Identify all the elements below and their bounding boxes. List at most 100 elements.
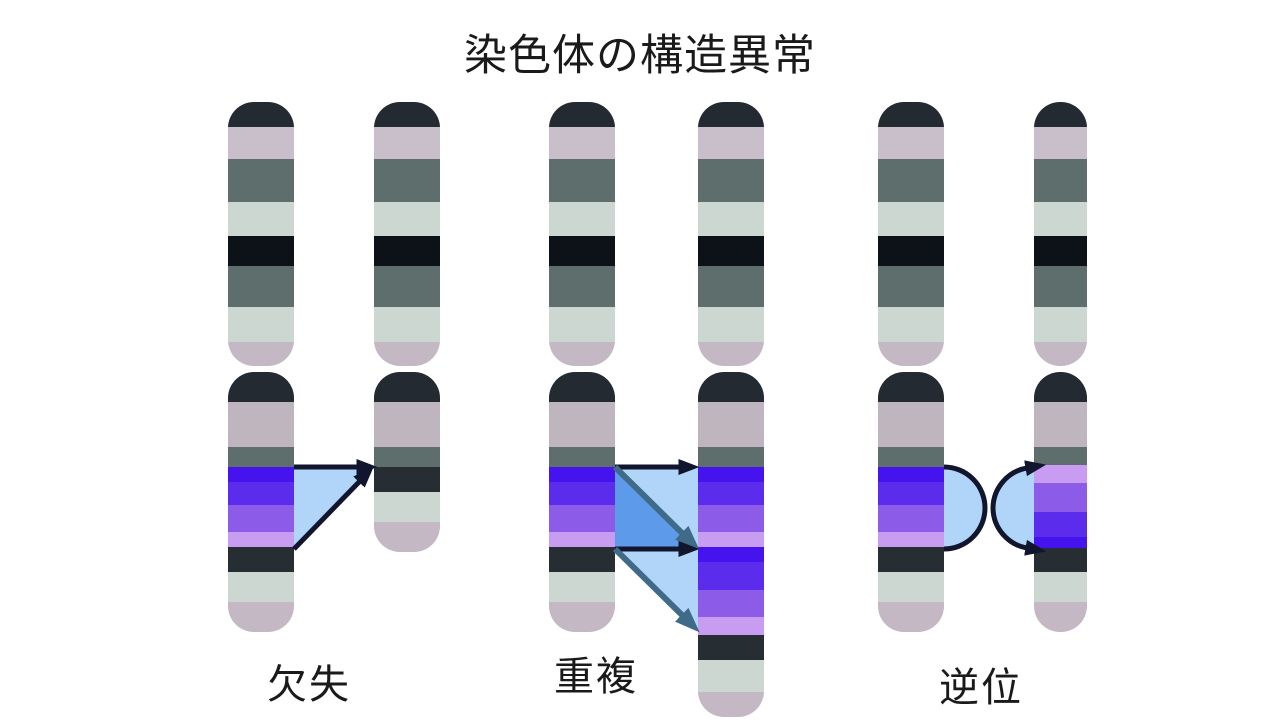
band-dark_band: [1034, 548, 1087, 573]
band-purple_deep: [698, 467, 764, 483]
band-gray_mauve: [698, 402, 764, 448]
page-title: 染色体の構造異常: [464, 32, 816, 80]
inversion-left-semicircle-arc: [943, 464, 988, 552]
band-purple_deep: [549, 467, 615, 483]
band-purple_mid: [878, 505, 944, 533]
band-mauve_bottom: [1034, 602, 1087, 632]
chromosome-arm: [698, 102, 764, 366]
band-gray_mauve: [1034, 402, 1087, 448]
inversion-arrow-down: [990, 507, 1047, 556]
band-dark_band: [549, 547, 615, 573]
chromosome-arm: [698, 372, 764, 717]
band-slate_dark: [228, 447, 294, 468]
band-mauve_bottom: [549, 342, 615, 366]
band-purple_light: [698, 617, 764, 636]
band-slate_light: [374, 307, 440, 343]
band-slate_dark: [549, 159, 615, 203]
band-slate_dark: [228, 266, 294, 308]
band-gray_mauve: [374, 402, 440, 448]
band-purple_mid: [698, 590, 764, 618]
band-slate_dark: [228, 159, 294, 203]
band-purple_deep: [228, 467, 294, 483]
band-mauve_bottom: [1034, 342, 1087, 366]
chromosome-arm: [228, 372, 294, 632]
band-slate_light: [549, 202, 615, 237]
band-cap_dark: [374, 372, 440, 403]
band-slate_light: [1034, 307, 1087, 343]
band-purple_deep: [878, 467, 944, 483]
band-slate_light: [878, 307, 944, 343]
band-dark_band: [878, 547, 944, 573]
band-mauve_bottom: [374, 342, 440, 366]
band-mauve_bottom: [228, 602, 294, 632]
band-purple_violet: [549, 482, 615, 506]
band-slate_light: [1034, 572, 1087, 603]
band-slate_dark: [374, 266, 440, 308]
chromosome-duplication-mutant: [698, 102, 764, 717]
band-mauve_top: [549, 127, 615, 160]
band-slate_light: [228, 307, 294, 343]
band-slate_light: [374, 202, 440, 237]
band-dark_band: [228, 547, 294, 573]
band-slate_light: [698, 307, 764, 343]
band-slate_dark: [1034, 159, 1087, 203]
band-slate_light: [878, 202, 944, 237]
band-cap_dark: [878, 102, 944, 128]
band-slate_dark: [698, 266, 764, 308]
band-mauve_bottom: [698, 692, 764, 717]
band-slate_light: [549, 572, 615, 603]
band-purple_light: [228, 532, 294, 548]
band-slate_light: [228, 202, 294, 237]
band-mauve_top: [228, 127, 294, 160]
band-gray_mauve: [878, 402, 944, 448]
band-cap_dark: [549, 372, 615, 403]
duplication-arrow-diagonal-1: [612, 464, 700, 551]
band-mauve_bottom: [549, 602, 615, 632]
band-slate_light: [1034, 202, 1087, 237]
band-purple_light: [549, 532, 615, 548]
band-mauve_bottom: [878, 342, 944, 366]
inversion-left-semicircle-fill: [944, 467, 985, 549]
band-black_band: [549, 236, 615, 267]
band-purple_light: [698, 532, 764, 548]
chromosome-arm: [228, 102, 294, 366]
chromosome-duplication-normal: [549, 102, 615, 632]
band-slate_light: [878, 572, 944, 603]
chromosome-arm: [374, 372, 440, 552]
band-slate_dark: [878, 447, 944, 468]
band-slate_light: [549, 307, 615, 343]
band-black_band: [374, 236, 440, 267]
band-slate_dark: [878, 159, 944, 203]
label-deletion: 欠失: [267, 663, 351, 707]
band-mauve_top: [374, 127, 440, 160]
band-purple_mid: [698, 505, 764, 533]
chromosome-arm: [549, 102, 615, 366]
band-slate_dark: [698, 447, 764, 468]
band-dark_band: [374, 467, 440, 493]
duplication-arrow-diagonal-2: [612, 546, 700, 633]
band-cap_dark: [228, 372, 294, 403]
chromosome-deletion-mutant: [374, 102, 440, 552]
chromosome-arm: [878, 372, 944, 632]
band-mauve_bottom: [878, 602, 944, 632]
band-cap_dark: [228, 102, 294, 128]
band-cap_dark: [698, 102, 764, 128]
band-slate_light: [374, 492, 440, 523]
label-inversion: 逆位: [939, 666, 1023, 710]
band-purple_light: [878, 532, 944, 548]
band-dark_band: [698, 635, 764, 661]
band-slate_dark: [374, 159, 440, 203]
band-slate_dark: [374, 447, 440, 468]
chromosome-arm: [1034, 102, 1087, 366]
band-mauve_bottom: [228, 342, 294, 366]
band-purple_violet: [228, 482, 294, 506]
band-black_band: [878, 236, 944, 267]
label-duplication: 重複: [554, 655, 638, 699]
band-mauve_top: [1034, 127, 1087, 160]
inversion-right-semicircle-fill: [993, 467, 1034, 549]
band-slate_dark: [549, 447, 615, 468]
band-purple_violet: [878, 482, 944, 506]
band-cap_dark: [549, 102, 615, 128]
